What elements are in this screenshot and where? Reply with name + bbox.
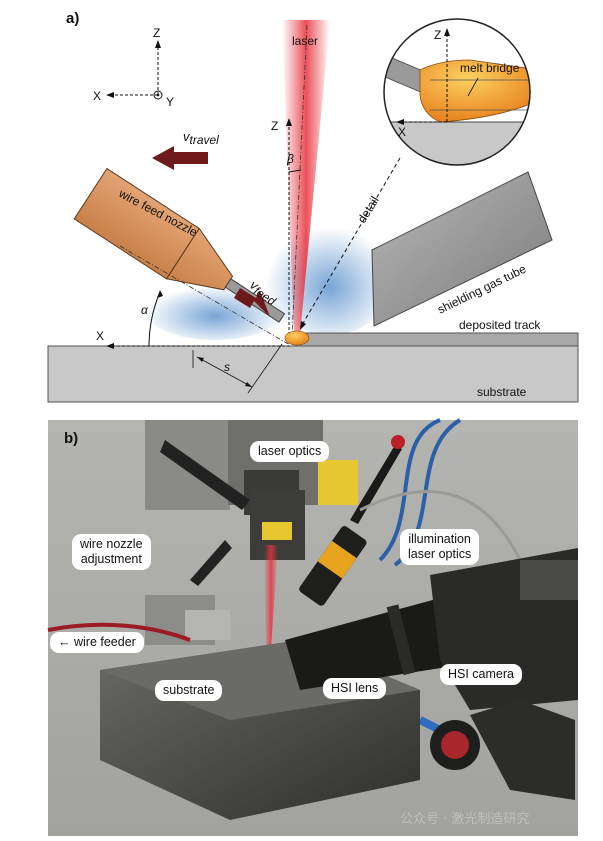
laser-beam xyxy=(282,20,330,335)
hsi-camera xyxy=(430,548,578,710)
tripod-head xyxy=(430,720,480,770)
callout-illumination-line2: laser optics xyxy=(408,547,472,561)
mount-frame xyxy=(145,420,230,510)
v-travel-label: vtravel xyxy=(183,129,219,147)
photo-laser-beam xyxy=(264,545,278,650)
illumination-laser xyxy=(299,526,367,606)
callout-wire-nozzle-adjustment: wire nozzle adjustment xyxy=(72,534,151,570)
laser-optics-head xyxy=(250,490,305,560)
callout-hsi-camera-text: HSI camera xyxy=(448,667,514,681)
callout-substrate: substrate xyxy=(155,680,223,701)
coordinate-system: Z X Y xyxy=(93,26,174,109)
detail-x-label: X xyxy=(398,125,406,139)
callout-wire-nozzle-line2: adjustment xyxy=(80,552,142,566)
callout-wire-feeder: ← wire feeder xyxy=(50,632,144,653)
callout-illumination-line1: illumination xyxy=(408,532,471,546)
callout-laser-optics: laser optics xyxy=(250,441,330,462)
panel-a-schematic: a) Z X Y vtravel laser Z β substrate dep… xyxy=(47,10,579,403)
substrate-block xyxy=(47,345,579,403)
detail-magnifier: Z X melt bridge xyxy=(383,18,531,166)
callout-hsi-camera: HSI camera xyxy=(440,664,522,685)
articulated-arm xyxy=(350,445,402,524)
x-axis-label: X xyxy=(93,89,101,103)
callout-substrate-text: substrate xyxy=(163,683,215,697)
s-dimension: s xyxy=(192,343,283,394)
alpha-label: α xyxy=(141,303,149,317)
laser-axis xyxy=(291,24,308,336)
nozzle-axis xyxy=(119,245,291,346)
watermark: 公众号 · 激光制造研究 xyxy=(400,812,530,827)
blue-lever xyxy=(208,649,254,791)
feed-direction-arrow: vfeed xyxy=(234,277,279,317)
callout-hsi-lens-text: HSI lens xyxy=(331,681,379,695)
travel-direction-arrow: vtravel xyxy=(152,129,219,170)
shielding-gas-tube xyxy=(371,171,553,327)
melt-pool xyxy=(284,330,310,346)
clamp-arm xyxy=(160,440,250,510)
callout-illumination-laser-optics: illumination laser optics xyxy=(400,529,480,565)
melt-bridge-label: melt bridge xyxy=(460,61,520,75)
callout-wire-feeder-text: ← wire feeder xyxy=(58,635,136,649)
beta-angle-arc xyxy=(288,169,302,173)
laser-label: laser xyxy=(292,34,318,48)
substrate-label: substrate xyxy=(477,385,527,399)
deposited-track-label: deposited track xyxy=(459,318,541,332)
detail-leader xyxy=(301,157,401,326)
callout-hsi-lens: HSI lens xyxy=(323,678,387,699)
photo-background xyxy=(48,420,578,836)
y-axis-label: Y xyxy=(166,95,174,109)
beta-label: β xyxy=(286,152,294,166)
panel-a-label: a) xyxy=(66,10,79,27)
deposited-track xyxy=(295,332,579,347)
track-x-label: X xyxy=(96,329,104,343)
panel-b-label: b) xyxy=(64,430,79,447)
callout-wire-nozzle-line1: wire nozzle xyxy=(80,537,143,551)
base-block xyxy=(100,640,420,820)
callout-laser-optics-text: laser optics xyxy=(258,444,322,458)
s-label: s xyxy=(224,360,230,374)
detail-label: detail xyxy=(355,194,382,226)
beam-z-label: Z xyxy=(271,119,278,133)
hsi-lens xyxy=(285,598,460,690)
detail-z-label: Z xyxy=(434,28,441,42)
wire-nozzle-fixture xyxy=(145,595,215,645)
z-axis-label: Z xyxy=(153,26,160,40)
